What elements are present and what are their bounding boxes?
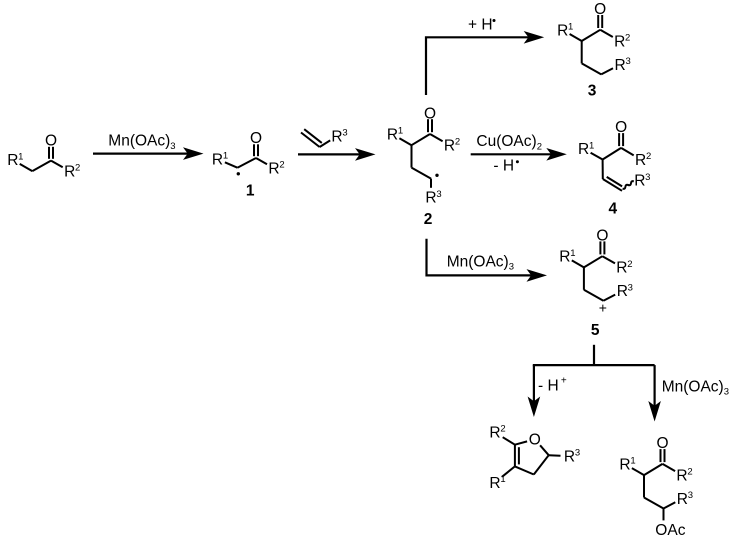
svg-text:1: 1 [630, 456, 635, 467]
svg-text:1: 1 [570, 248, 575, 259]
svg-text:O: O [529, 432, 541, 449]
svg-text:+: + [599, 299, 607, 315]
svg-text:3: 3 [575, 448, 580, 459]
svg-text:Cu(OAc): Cu(OAc) [476, 133, 536, 150]
svg-text:2: 2 [500, 424, 505, 435]
svg-text:+ H: + H [468, 17, 493, 34]
svg-text:3: 3 [724, 387, 729, 398]
svg-text:R: R [614, 33, 625, 50]
svg-text:R: R [676, 467, 687, 484]
svg-text:R: R [578, 141, 589, 158]
svg-text:- H: - H [538, 378, 559, 395]
svg-text:2: 2 [627, 259, 632, 270]
svg-text:R: R [64, 163, 75, 180]
svg-text:3: 3 [509, 262, 514, 273]
svg-text:3: 3 [588, 82, 597, 99]
svg-text:R: R [635, 152, 646, 169]
svg-text:R: R [677, 491, 688, 508]
svg-text:1: 1 [223, 151, 228, 162]
svg-text:1: 1 [500, 474, 505, 485]
svg-text:R: R [616, 260, 627, 277]
svg-text:1: 1 [246, 183, 255, 200]
svg-text:R: R [489, 475, 500, 492]
svg-text:R: R [564, 449, 575, 466]
svg-text:1: 1 [589, 140, 594, 151]
svg-text:O: O [656, 435, 668, 452]
svg-text:1: 1 [568, 22, 573, 33]
svg-text:- H: - H [493, 158, 514, 175]
svg-text:Mn(OAc): Mn(OAc) [447, 254, 509, 271]
svg-text:2: 2 [279, 160, 284, 171]
svg-text:R: R [212, 152, 223, 169]
svg-text:R: R [425, 190, 436, 207]
svg-text:3: 3 [688, 490, 693, 501]
svg-text:R: R [617, 283, 628, 300]
svg-text:O: O [424, 105, 436, 122]
svg-text:3: 3 [645, 172, 650, 183]
svg-text:O: O [45, 133, 57, 150]
svg-text:R: R [634, 173, 645, 190]
svg-text:5: 5 [591, 322, 600, 339]
svg-text:2: 2 [687, 467, 692, 478]
svg-text:2: 2 [537, 141, 542, 152]
svg-text:2: 2 [625, 33, 630, 44]
svg-text:O: O [250, 130, 262, 147]
svg-text:R: R [489, 424, 500, 441]
svg-text:OAc: OAc [655, 522, 685, 538]
svg-text:1: 1 [18, 151, 23, 162]
svg-text:R: R [614, 57, 625, 74]
svg-text:2: 2 [75, 163, 80, 174]
svg-text:3: 3 [342, 128, 347, 139]
svg-text:3: 3 [436, 189, 441, 200]
svg-text:3: 3 [628, 282, 633, 293]
svg-text:O: O [594, 1, 606, 18]
svg-text:+: + [561, 375, 567, 386]
svg-text:R: R [559, 249, 570, 266]
svg-text:Mn(OAc): Mn(OAc) [662, 379, 724, 396]
svg-text:R: R [444, 138, 455, 155]
svg-text:R: R [331, 129, 342, 146]
svg-text:2: 2 [424, 211, 433, 228]
svg-text:R: R [7, 152, 18, 169]
svg-text:O: O [596, 228, 608, 245]
svg-text:4: 4 [608, 201, 617, 218]
svg-text:2: 2 [646, 151, 651, 162]
svg-text:O: O [615, 119, 627, 136]
svg-text:3: 3 [170, 141, 175, 152]
svg-text:1: 1 [398, 126, 403, 137]
svg-text:R: R [557, 22, 568, 39]
svg-text:3: 3 [625, 56, 630, 67]
svg-text:R: R [619, 456, 630, 473]
svg-text:R: R [268, 161, 279, 178]
svg-text:Mn(OAc): Mn(OAc) [108, 133, 170, 150]
svg-text:2: 2 [455, 137, 460, 148]
svg-text:R: R [387, 127, 398, 144]
